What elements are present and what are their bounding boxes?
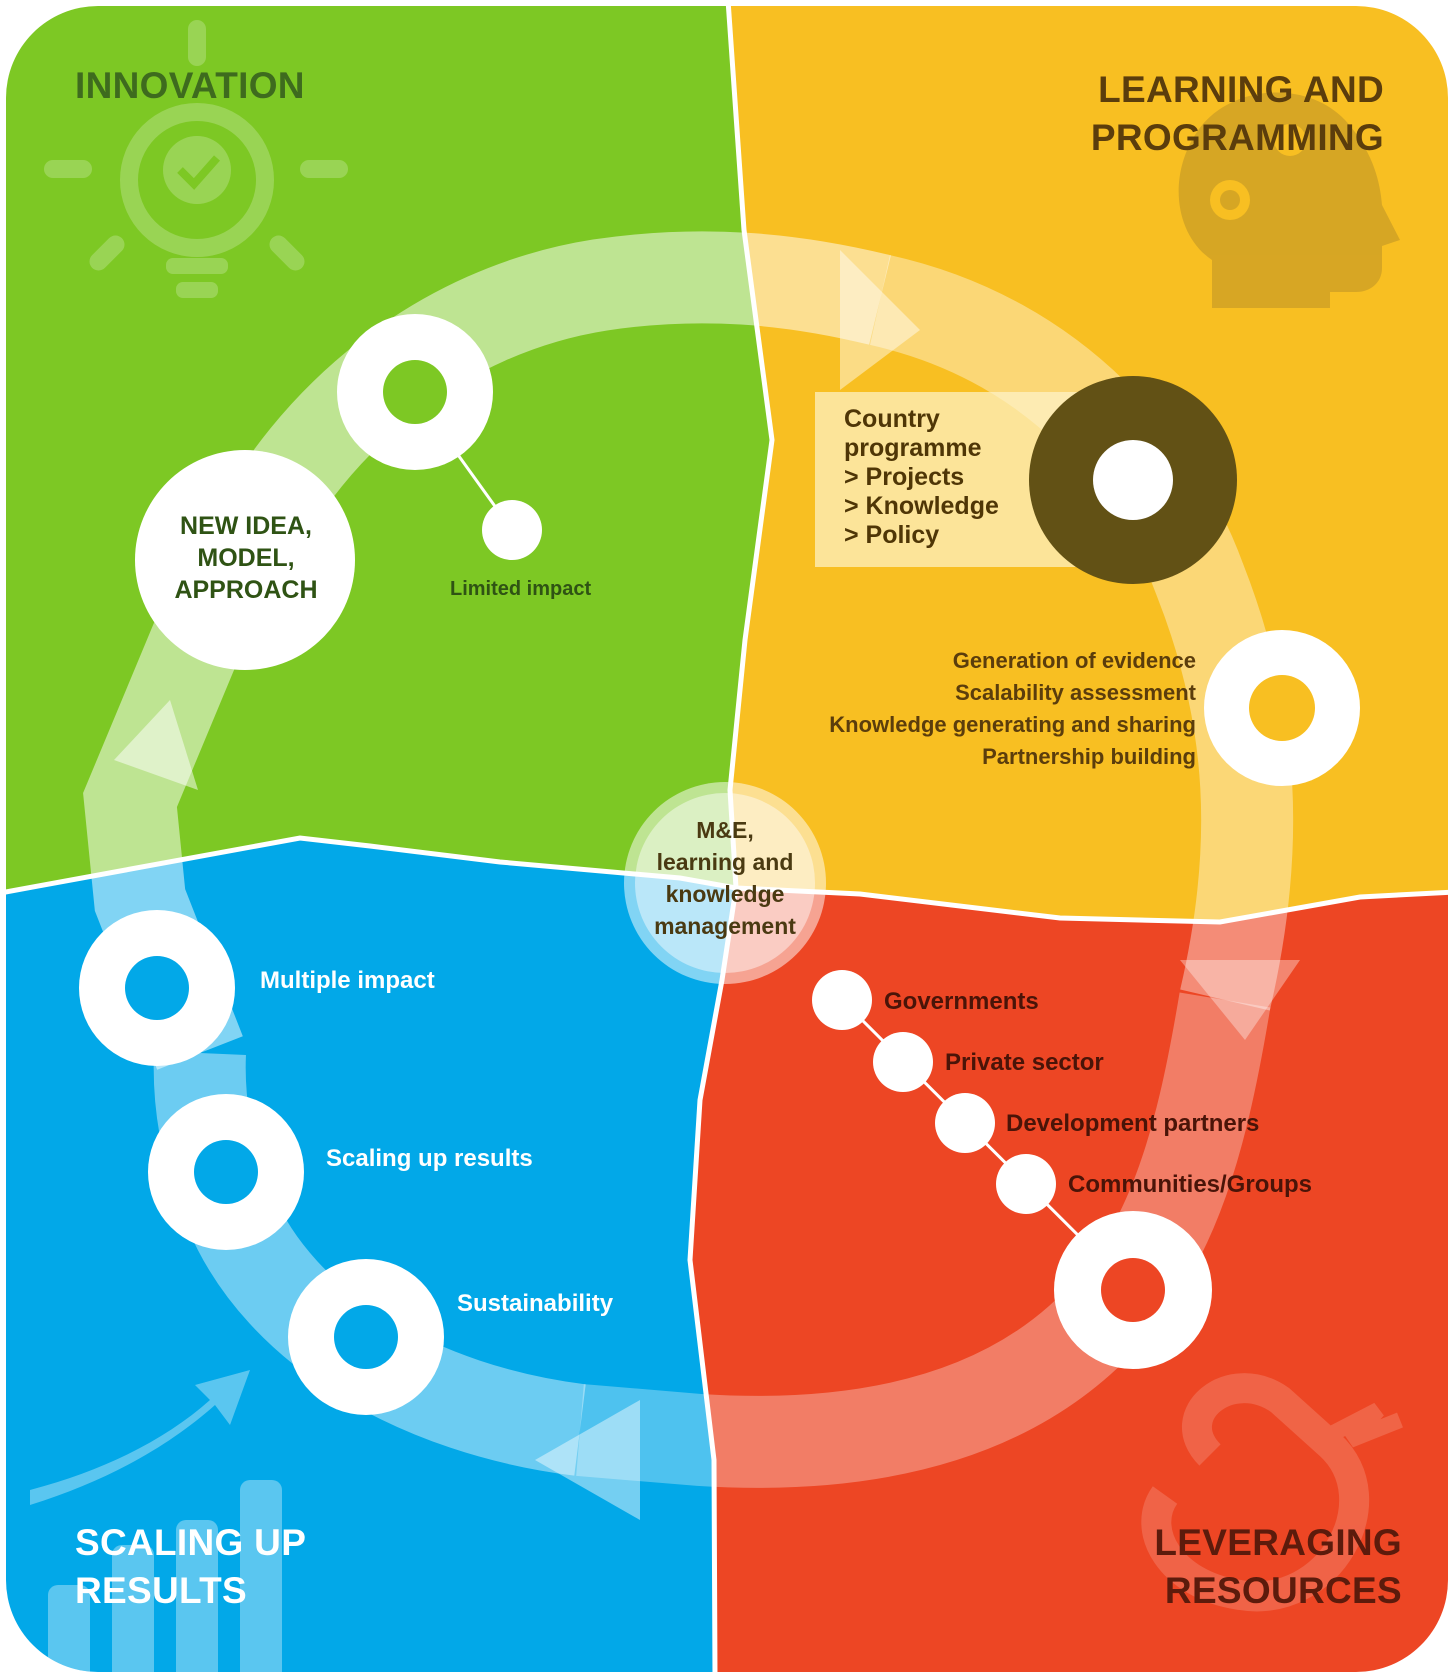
cycle-arrowhead (840, 250, 920, 390)
scaling-up-results-label: Scaling up results (326, 1145, 533, 1172)
country-programme-ring-hole (1093, 440, 1173, 520)
communities-groups-label: Communities/Groups (1068, 1171, 1313, 1198)
private-sector-node (873, 1032, 933, 1092)
private-sector-label: Private sector (945, 1049, 1104, 1076)
innovation-title: INNOVATION (75, 65, 305, 106)
activity-item: Scalability assessment (955, 680, 1196, 705)
cycle-arrowhead (114, 700, 198, 790)
innovation-ring-hole (383, 360, 447, 424)
cycle-arrowhead (1180, 960, 1300, 1040)
lightbulb-icon (44, 20, 348, 298)
multiple-impact-label: Multiple impact (260, 967, 435, 994)
magnet-icon (1141, 1373, 1403, 1612)
head-gears-icon (1178, 92, 1400, 308)
cycle-arrowhead (535, 1400, 640, 1520)
governments-label: Governments (884, 988, 1039, 1015)
evidence-ring-hole (1249, 675, 1315, 741)
leveraging-ring-hole (1101, 1258, 1165, 1322)
bar-chart-arrow-icon (30, 1370, 282, 1672)
learning-activities-list: Generation of evidence Scalability asses… (829, 645, 1196, 773)
activity-item: Partnership building (982, 744, 1196, 769)
limited-impact-node (482, 500, 542, 560)
multiple-impact-ring-hole (125, 956, 189, 1020)
center-circle-inner (635, 793, 815, 973)
cycle-band-learning (869, 255, 1294, 1011)
scaling-title: SCALING UP RESULTS (75, 1522, 307, 1611)
governments-node (812, 970, 872, 1030)
center-circle (624, 782, 826, 984)
new-idea-circle (135, 450, 355, 670)
country-programme-label: Country programme > Projects > Knowledge… (844, 405, 999, 549)
sustainability-ring-hole (334, 1305, 398, 1369)
leveraging-title: LEVERAGING RESOURCES (1154, 1522, 1402, 1611)
sustainability-label: Sustainability (457, 1290, 614, 1317)
communities-node (996, 1154, 1056, 1214)
development-partners-node (935, 1093, 995, 1153)
activity-item: Generation of evidence (952, 648, 1196, 673)
scaling-results-ring-hole (194, 1140, 258, 1204)
new-idea-label: NEW IDEA, MODEL, APPROACH (174, 512, 318, 604)
development-partners-label: Development partners (1006, 1110, 1260, 1137)
center-label: M&E, learning and knowledge management (654, 817, 796, 939)
limited-impact-label: Limited impact (450, 578, 592, 600)
learning-title: LEARNING AND PROGRAMMING (1090, 69, 1384, 158)
activity-item: Knowledge generating and sharing (829, 712, 1196, 737)
